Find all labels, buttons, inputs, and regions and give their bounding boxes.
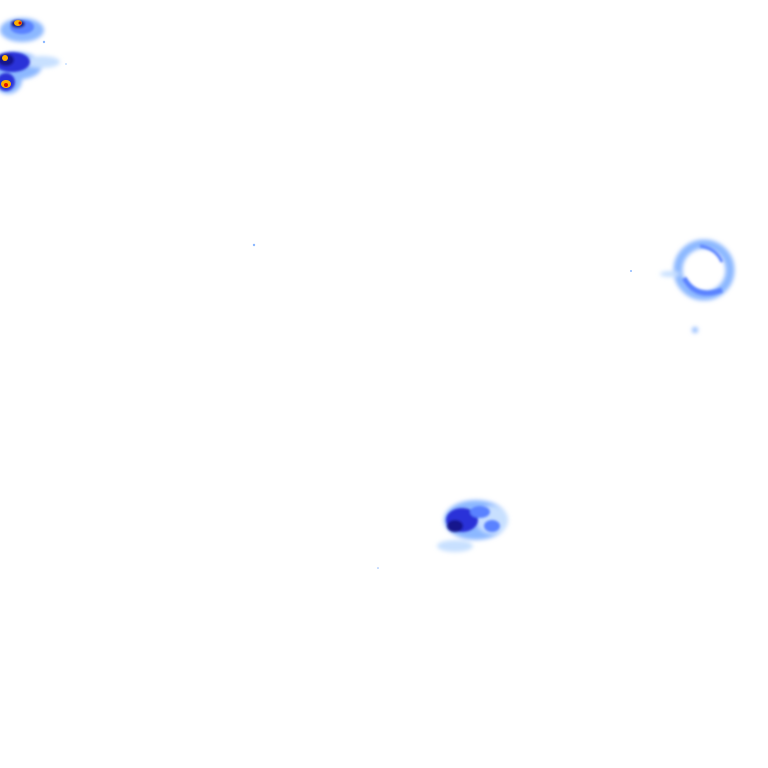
storm-cell-right [660, 239, 735, 333]
rain-specks [42, 40, 632, 569]
storm-cell-bottom [437, 500, 508, 552]
storm-cell-top-left [0, 18, 60, 94]
